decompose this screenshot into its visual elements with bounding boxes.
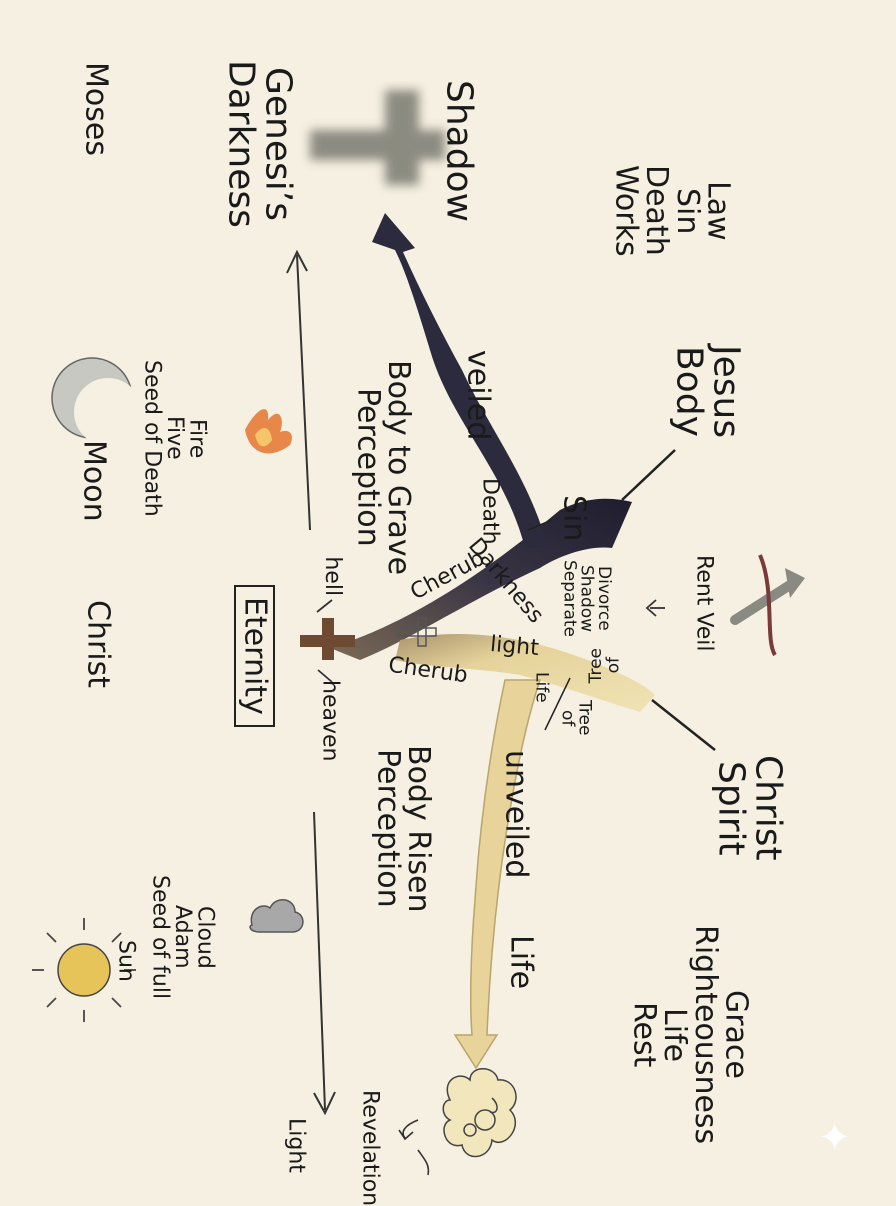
tree-of-life-divider	[544, 677, 571, 731]
label-life: Life	[503, 935, 539, 990]
label-tree-of-life-top: Tree of	[586, 648, 624, 684]
label-cloud-adam: Cloud Adam Seed of full	[147, 875, 218, 1000]
cloud-icon	[249, 899, 304, 933]
label-light: Light	[283, 1118, 309, 1173]
light-path	[395, 634, 655, 712]
label-christ-left: Christ	[80, 600, 116, 689]
label-hell: hell	[320, 556, 346, 597]
label-grace-list: Grace Righteousness Life Rest	[626, 925, 754, 1145]
sun-icon	[32, 918, 136, 1022]
label-sun: Sun	[113, 940, 139, 982]
label-law-list: Law Sin Death Works	[608, 165, 736, 257]
tree-of-death-divider	[527, 519, 553, 531]
blurred-cross-icon	[310, 90, 445, 185]
veil-line-top	[621, 449, 676, 501]
label-veiled: veiled	[460, 350, 496, 441]
hell-tick	[316, 599, 333, 613]
heaven-tick	[317, 669, 333, 683]
revelation-arrows	[398, 1119, 430, 1176]
label-shadow: Shadow	[438, 80, 480, 223]
label-divorce-shadow-separate: Divorce Shadow Separate	[559, 560, 614, 637]
crossed-arrow-icon	[730, 554, 805, 657]
eternity-box: Eternity	[234, 585, 275, 727]
swirl-cloud-icon	[442, 1068, 517, 1158]
label-moon: Moon	[76, 440, 112, 522]
timeline-arrow-down	[313, 811, 336, 1116]
label-body-risen: Body Risen Perception	[370, 745, 437, 913]
label-jesus-body: Jesus Body	[668, 345, 747, 439]
sparkle-icon: ✦	[818, 1115, 852, 1161]
timeline-arrow-up	[286, 249, 311, 531]
label-death: Death	[477, 478, 503, 545]
label-light-path: light	[489, 631, 540, 662]
veil-line-bottom	[651, 699, 716, 751]
small-cross-icon	[397, 617, 437, 647]
veiled-arrow-path	[372, 213, 548, 548]
label-life-path: Life	[531, 672, 552, 703]
label-tree-of-death: Tree of	[519, 452, 557, 488]
label-body-to-grave: Body to Grave Perception	[350, 360, 417, 576]
divorce-arrow	[645, 599, 665, 617]
flame-icon	[245, 409, 292, 454]
dark-path	[330, 498, 632, 660]
label-moses: Moses	[78, 62, 114, 156]
label-genesis-darkness: Genesi’s Darkness	[220, 60, 299, 228]
label-revelation: Revelation	[357, 1090, 383, 1206]
brown-cross-icon	[300, 618, 355, 660]
label-rent-veil: Rent Veil	[691, 555, 717, 652]
crescent-moon-icon	[51, 357, 142, 446]
label-unveiled: unveiled	[498, 750, 534, 879]
label-fire-five: Fire Five Seed of Death	[139, 360, 210, 517]
label-christ-spirit: Christ Spirit	[710, 755, 789, 861]
label-tree-of-life: Tree of	[557, 700, 595, 736]
unveiled-arrow-path	[453, 679, 542, 1070]
label-sin: Sin	[556, 495, 592, 542]
label-heaven: heaven	[317, 680, 343, 762]
